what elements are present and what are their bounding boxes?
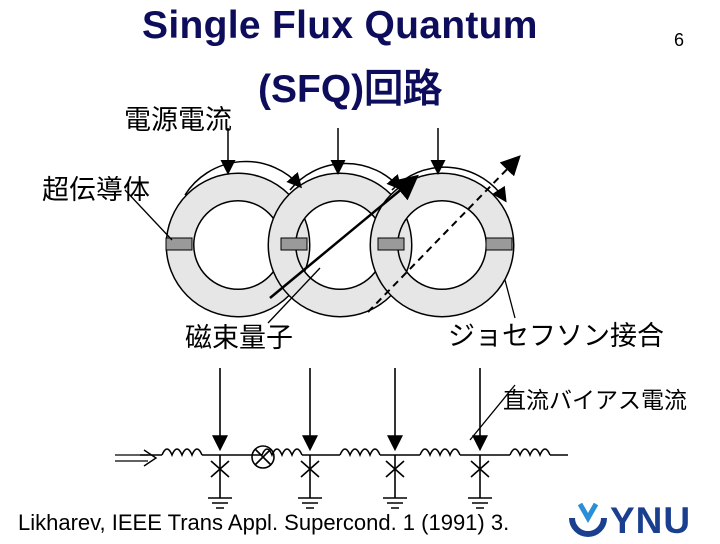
slide-title-line1: Single Flux Quantum [142, 4, 538, 47]
ynu-emblem-icon [569, 502, 607, 537]
flux-quantum-arrow [269, 174, 419, 299]
label-flux-quantum: 磁束量子 [185, 323, 293, 354]
ynu-logo: YNU [566, 500, 716, 541]
slide-title-line2: (SFQ)回路 [258, 68, 443, 111]
sfq-circuit [115, 368, 568, 509]
label-superconductor: 超伝導体 [42, 175, 150, 206]
label-supply-current: 電源電流 [124, 105, 232, 136]
slide-number: 6 [674, 30, 685, 50]
logo-text: YNU [610, 500, 692, 541]
superconducting-rings [165, 172, 515, 318]
label-josephson-junction: ジョセフソン接合 [448, 321, 664, 352]
citation: Likharev, IEEE Trans Appl. Supercond. 1 … [18, 510, 510, 535]
leader-lines [124, 189, 516, 441]
josephson-junctions-3d [165, 237, 513, 251]
label-dc-bias-current: 直流バイアス電流 [503, 388, 687, 414]
supply-current-arrows [220, 128, 446, 175]
